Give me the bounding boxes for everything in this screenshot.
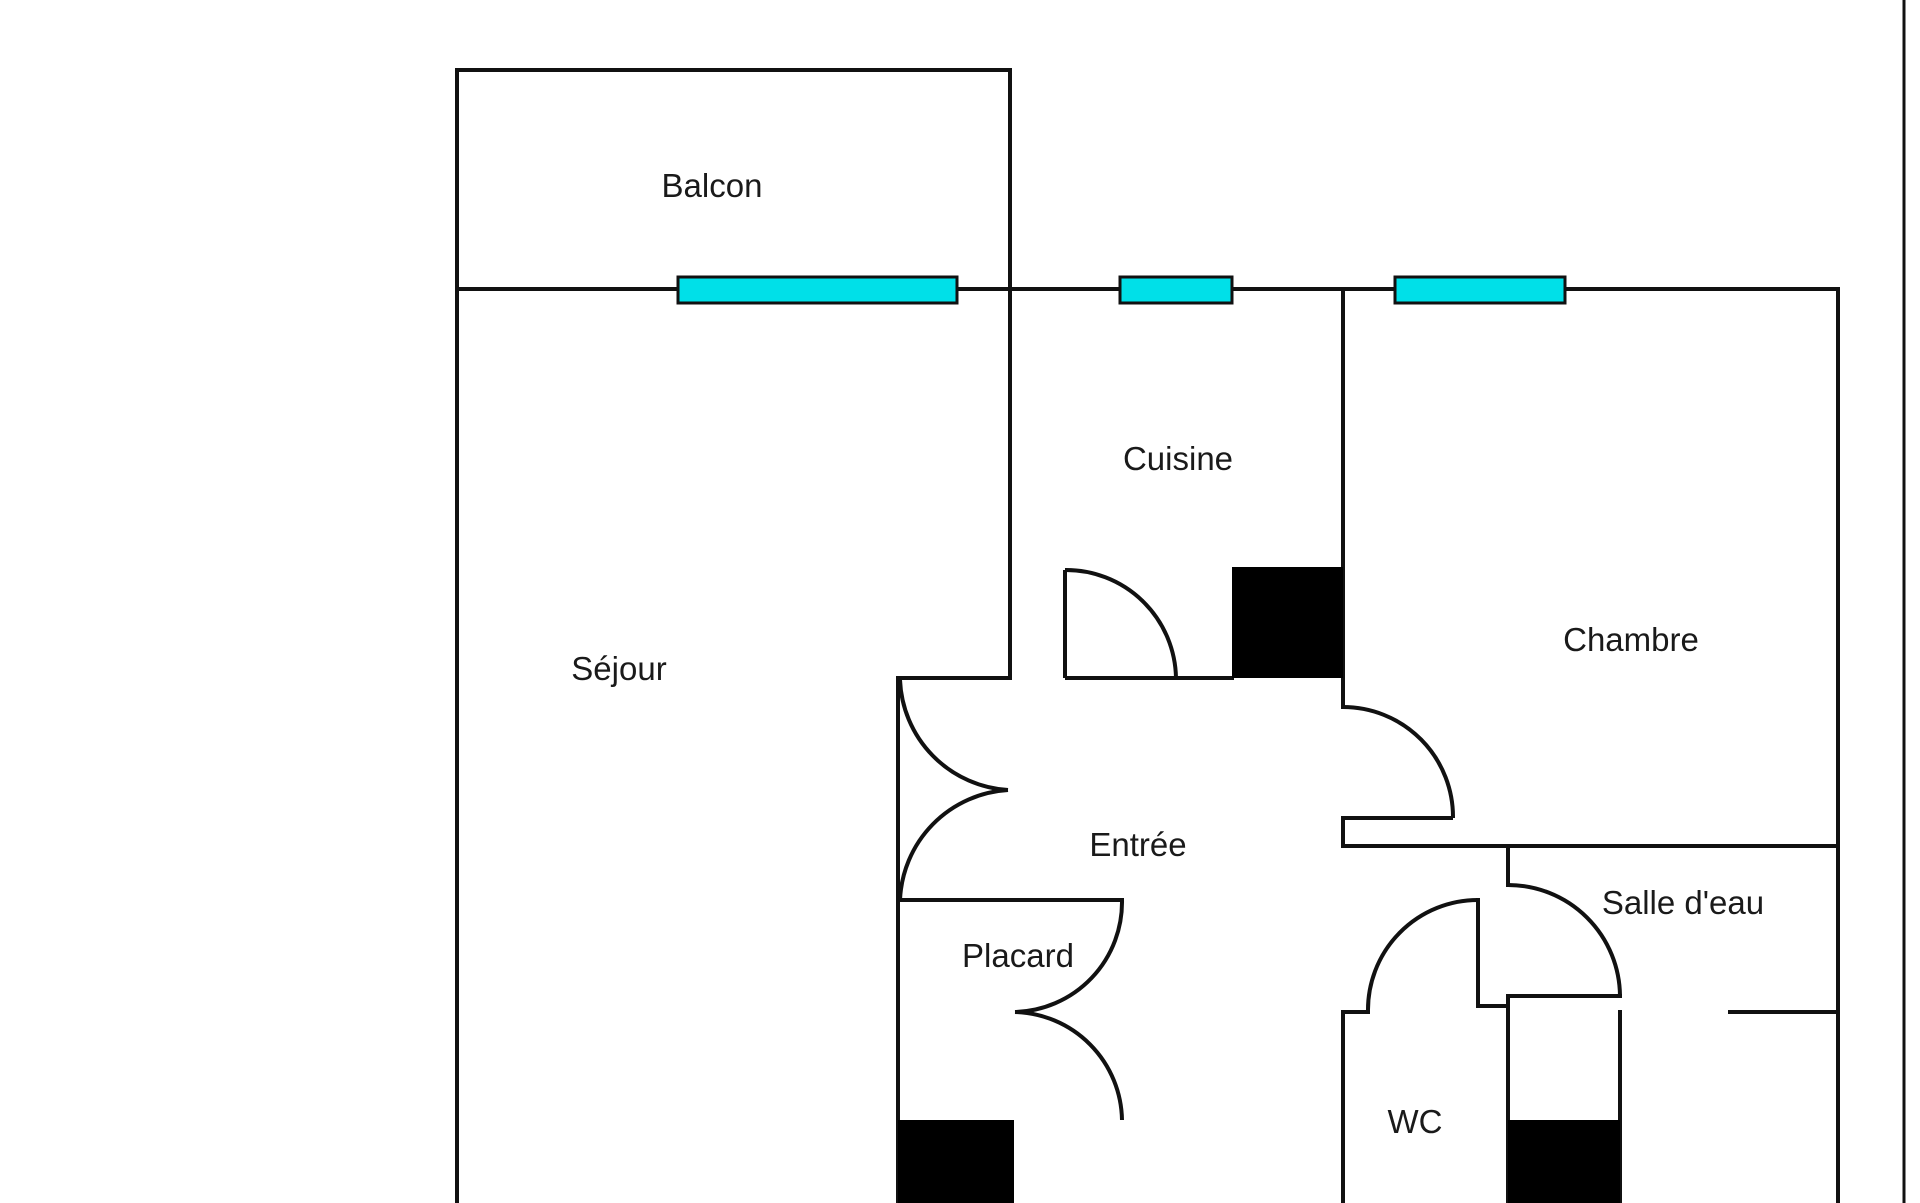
- label-entree: Entrée: [1089, 826, 1186, 863]
- windows: [676, 275, 1567, 305]
- duct-cuisine: [1232, 567, 1343, 678]
- door-wc: [1365, 898, 1479, 1013]
- label-wc: WC: [1388, 1103, 1443, 1140]
- room-labels: Balcon Cuisine Séjour Chambre Entrée Sal…: [571, 167, 1764, 1140]
- door-placard: [1014, 899, 1125, 1121]
- label-placard: Placard: [962, 937, 1074, 974]
- doors: [898, 567, 1622, 1121]
- door-chambre: [1342, 705, 1456, 820]
- label-balcon: Balcon: [662, 167, 763, 204]
- door-cuisine: [1063, 567, 1178, 680]
- window-sejour: [676, 275, 959, 305]
- exterior-walls: [455, 287, 1840, 1203]
- duct-placard: [898, 1120, 1014, 1203]
- door-salle-deau: [1507, 883, 1622, 997]
- label-chambre: Chambre: [1563, 621, 1699, 658]
- window-chambre: [1393, 275, 1567, 305]
- label-salle-deau: Salle d'eau: [1602, 884, 1764, 921]
- balcon-walls: [455, 68, 1012, 291]
- label-sejour: Séjour: [571, 650, 666, 687]
- label-cuisine: Cuisine: [1123, 440, 1233, 477]
- interior-walls: [896, 287, 1840, 1203]
- window-cuisine: [1118, 275, 1234, 305]
- solid-blocks: [898, 567, 1620, 1203]
- duct-salle-deau: [1508, 1120, 1620, 1203]
- door-sejour: [898, 679, 1009, 901]
